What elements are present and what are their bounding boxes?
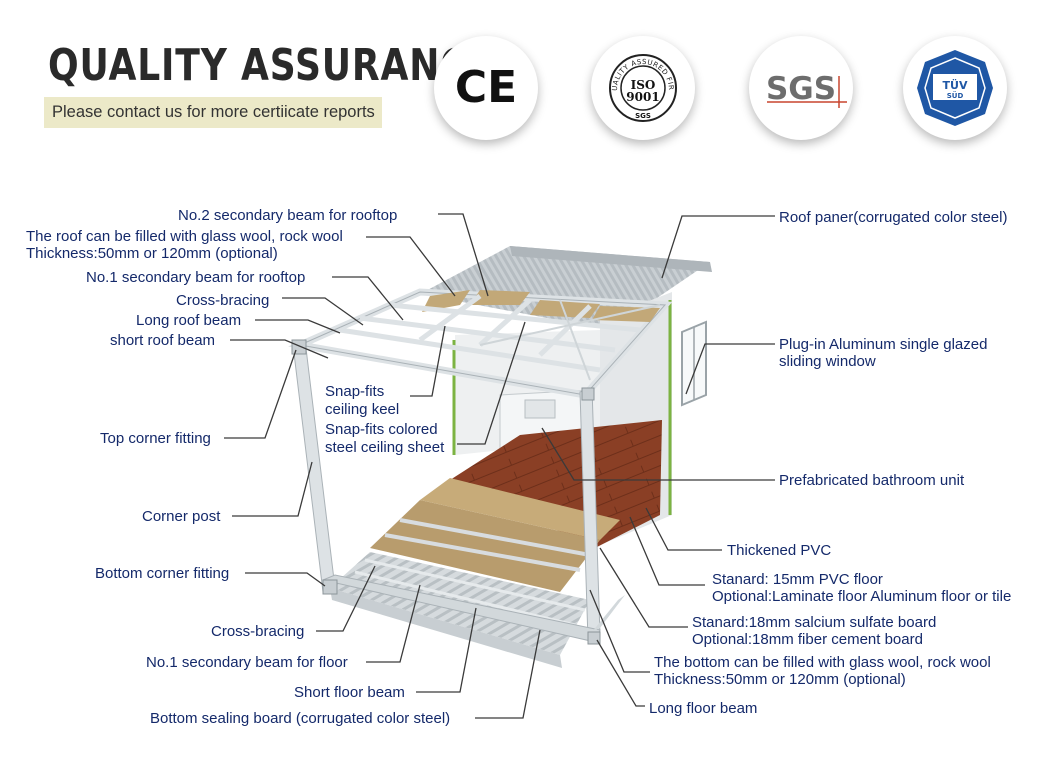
pvc-wood-floor	[450, 420, 662, 548]
svg-text:9001: 9001	[626, 90, 659, 104]
bottom-front-beam	[321, 574, 601, 643]
floor-long-beam	[330, 588, 562, 668]
bottom-side-beam	[592, 595, 625, 632]
label-board-optional: Optional:18mm fiber cement board	[692, 631, 923, 648]
label-bottom-thickness: Thickness:50mm or 120mm (optional)	[654, 671, 906, 688]
label-snap-fits-sheet-1: Snap-fits colored	[325, 421, 438, 438]
leader-lines	[224, 213, 775, 719]
label-no1-secondary-roof-beam: No.1 secondary beam for rooftop	[86, 269, 306, 286]
sgs-text: SGS	[766, 71, 836, 107]
label-no2-secondary-roof-beam: No.2 secondary beam for rooftop	[178, 207, 398, 224]
mineral-board-layer	[370, 500, 600, 592]
label-snap-fits-keel-2: ceiling keel	[325, 401, 400, 418]
roof-edge	[510, 246, 712, 272]
label-roof-thickness: Thickness:50mm or 120mm (optional)	[26, 245, 278, 262]
label-cross-bracing-top: Cross-bracing	[176, 292, 270, 309]
label-thickened-pvc: Thickened PVC	[727, 542, 832, 559]
label-roof-fill: The roof can be filled with glass wool, …	[26, 228, 343, 245]
label-no1-secondary-floor-beam: No.1 secondary beam for floor	[146, 654, 348, 671]
corner-post-front-left	[292, 339, 336, 593]
label-window-1: Plug-in Aluminum single glazed	[779, 336, 988, 353]
label-floor-optional: Optional:Laminate floor Aluminum floor o…	[712, 588, 1012, 605]
label-bottom-sealing-board: Bottom sealing board (corrugated color s…	[150, 710, 451, 727]
iso-9001-icon: QUALITY ASSURED FIRM ISO 9001 SGS	[591, 36, 677, 122]
page-title: QUALITY ASSURANCE	[48, 40, 494, 91]
roof-frame-top-edge	[298, 291, 667, 396]
label-bathroom-unit: Prefabricated bathroom unit	[779, 472, 965, 489]
label-snap-fits-keel-1: Snap-fits	[325, 383, 385, 400]
ce-badge: CE	[434, 36, 538, 140]
page-subtitle: Please contact us for more certiicate re…	[44, 97, 382, 128]
label-bottom-fill: The bottom can be filled with glass wool…	[654, 654, 991, 671]
label-short-roof-beam: short roof beam	[110, 332, 216, 349]
svg-text:ISO: ISO	[631, 78, 656, 92]
label-window-2: sliding window	[779, 353, 876, 370]
label-corner-post: Corner post	[142, 508, 221, 525]
floor-board-slab	[420, 478, 620, 540]
label-board-standard: Stanard:18mm salcium sulfate board	[692, 614, 937, 631]
iso-badge: QUALITY ASSURED FIRM ISO 9001 SGS	[591, 36, 695, 140]
label-snap-fits-sheet-2: steel ceiling sheet	[325, 439, 445, 456]
label-cross-bracing-bottom: Cross-bracing	[211, 623, 305, 640]
label-long-roof-beam: Long roof beam	[136, 312, 242, 329]
label-short-floor-beam: Short floor beam	[294, 684, 405, 701]
sgs-icon: SGS	[766, 71, 847, 108]
tuv-badge: TÜV SÜD	[903, 36, 1007, 140]
label-bottom-corner-fitting: Bottom corner fitting	[95, 565, 230, 582]
tuv-sud-icon: TÜV SÜD	[917, 50, 993, 126]
ce-mark-icon: CE	[455, 62, 517, 113]
svg-text:TÜV: TÜV	[943, 78, 968, 92]
label-roof-panel: Roof paner(corrugated color steel)	[779, 209, 1008, 226]
label-floor-standard: Stanard: 15mm PVC floor	[712, 571, 883, 588]
sgs-badge: SGS	[749, 36, 853, 140]
label-top-corner-fitting: Top corner fitting	[100, 430, 211, 447]
label-long-floor-beam: Long floor beam	[649, 700, 758, 717]
svg-text:SÜD: SÜD	[947, 91, 964, 100]
iso-sub-text: SGS	[635, 112, 651, 120]
ce-text: CE	[455, 62, 517, 113]
